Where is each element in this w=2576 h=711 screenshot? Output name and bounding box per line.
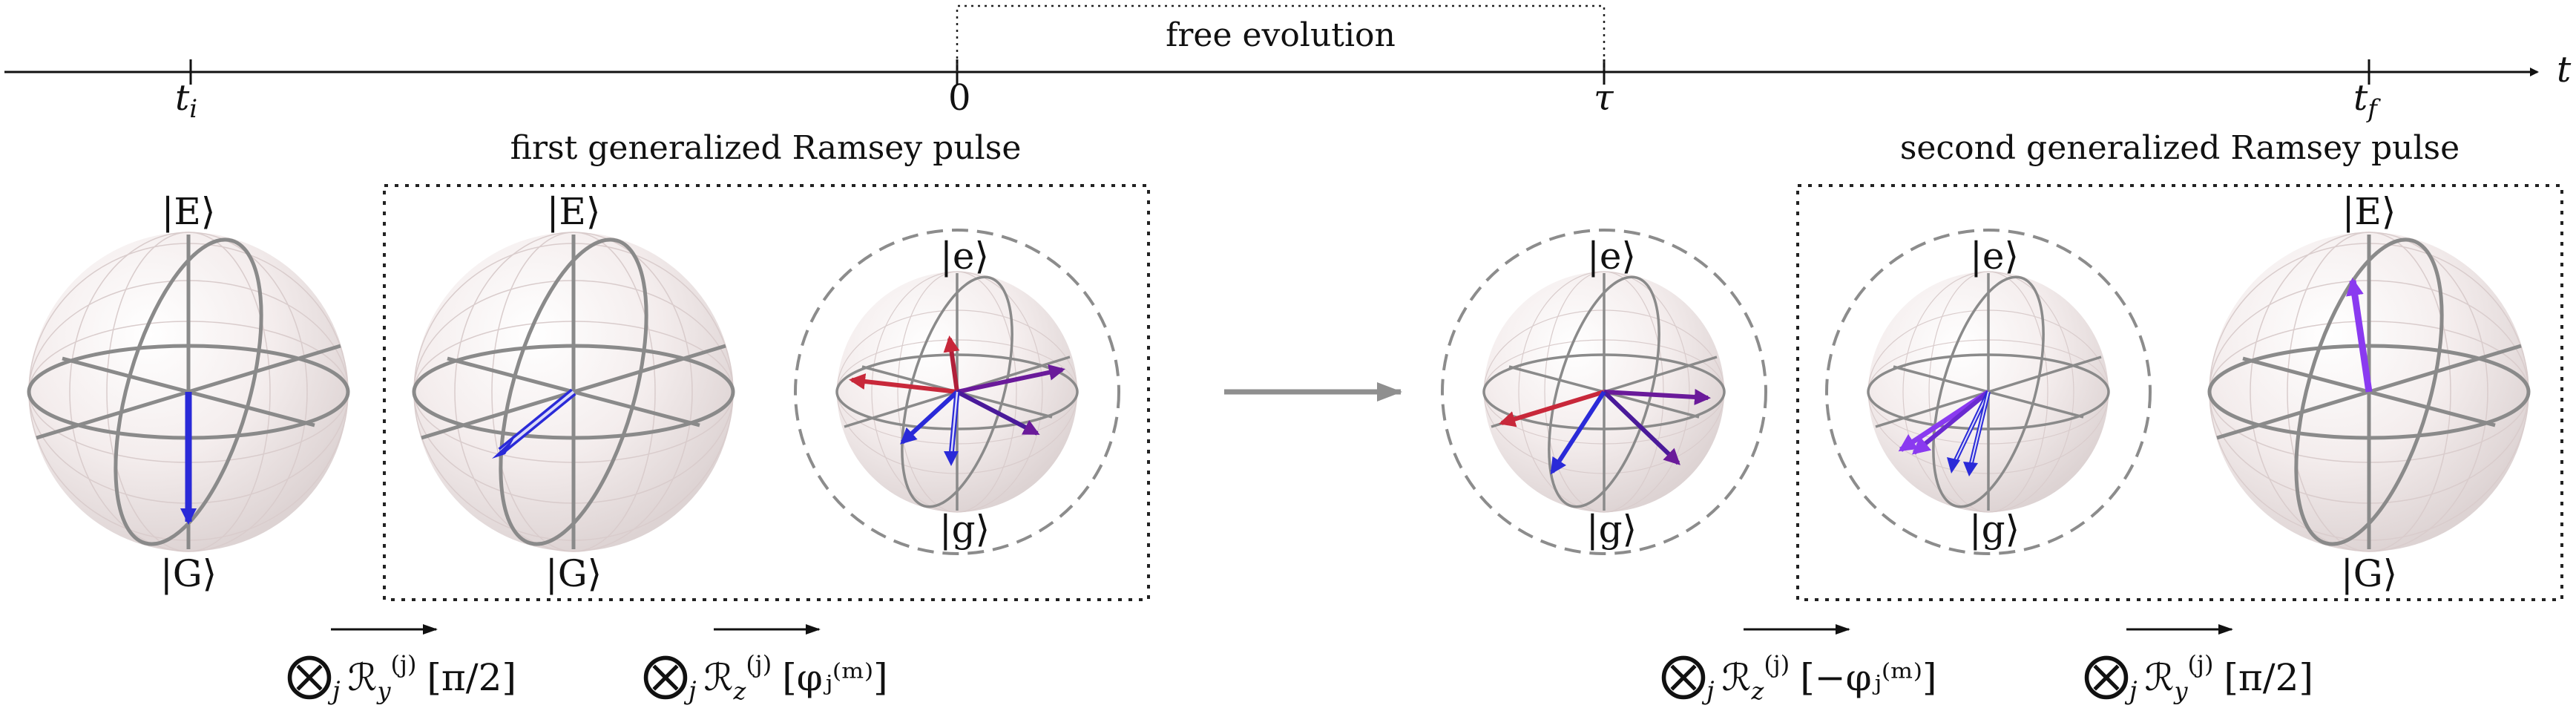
ket-g-a: |g⟩ — [939, 508, 990, 551]
bloch-sphere-1 — [27, 232, 350, 552]
ket-e-b: |e⟩ — [1587, 235, 1636, 278]
vector-red-2 — [943, 335, 960, 393]
ket-E-3: |E⟩ — [2342, 190, 2396, 233]
time-axis-label: t — [2557, 49, 2572, 91]
dashed-circle-c — [1825, 229, 2152, 555]
free-evolution-bracket — [956, 4, 1606, 72]
first-pulse-label: first generalized Ramsey pulse — [510, 129, 1022, 167]
vector-blue-1 — [1550, 390, 1606, 475]
ket-G-2: |G⟩ — [545, 552, 602, 595]
bloch-sphere-small-a — [835, 271, 1079, 513]
first-pulse-box — [383, 184, 1150, 601]
svg-text:⨂jℛz(j)[φⱼ⁽ᵐ⁾]: ⨂jℛz(j)[φⱼ⁽ᵐ⁾] — [643, 647, 888, 706]
ket-G-1: |G⟩ — [160, 552, 217, 595]
ket-g-c: |g⟩ — [1969, 508, 2020, 551]
vector-purple-2 — [956, 390, 1040, 436]
svg-text:⨂jℛy(j)[π/2]: ⨂jℛy(j)[π/2] — [2083, 647, 2313, 706]
dashed-circle-b — [1441, 229, 1767, 555]
vector-violet-2 — [1911, 390, 1990, 455]
vector-red-1 — [849, 373, 958, 394]
ket-e-c: |e⟩ — [1970, 235, 2019, 278]
tick-label-tf: tf — [2353, 77, 2381, 124]
bloch-sphere-small-b — [1482, 271, 1726, 513]
vector-purple-2 — [1602, 390, 1680, 465]
bloch-sphere-2 — [412, 232, 735, 552]
ket-G-3: |G⟩ — [2341, 552, 2397, 595]
ket-E-2: |E⟩ — [547, 190, 601, 233]
svg-text:⨂jℛz(j)[−φⱼ⁽ᵐ⁾]: ⨂jℛz(j)[−φⱼ⁽ᵐ⁾] — [1660, 647, 1937, 706]
dashed-circle-a — [794, 229, 1120, 555]
ket-E-1: |E⟩ — [162, 190, 216, 233]
state-vector — [2346, 278, 2373, 393]
bloch-sphere-small-c — [1867, 271, 2110, 513]
second-pulse-label: second generalized Ramsey pulse — [1900, 129, 2460, 167]
timeline: t ti 0 τ tf free evolution — [4, 4, 2572, 124]
svg-text:⨂jℛy(j)[π/2]: ⨂jℛy(j)[π/2] — [286, 647, 516, 706]
vector-blue-1 — [900, 390, 959, 445]
tick-label-ti: ti — [175, 77, 197, 124]
ket-e-a: |e⟩ — [940, 235, 989, 278]
vector-red-1 — [1499, 390, 1605, 427]
vector-purple-1 — [1603, 388, 1711, 405]
tick-label-zero: 0 — [948, 77, 971, 119]
vector-purple-1 — [956, 364, 1065, 394]
second-pulse-box — [1796, 184, 2563, 601]
ket-g-b: |g⟩ — [1586, 508, 1637, 551]
bloch-sphere-3 — [2207, 232, 2531, 552]
free-evolution-label: free evolution — [1166, 16, 1396, 54]
tick-label-tau: τ — [1594, 77, 1614, 119]
